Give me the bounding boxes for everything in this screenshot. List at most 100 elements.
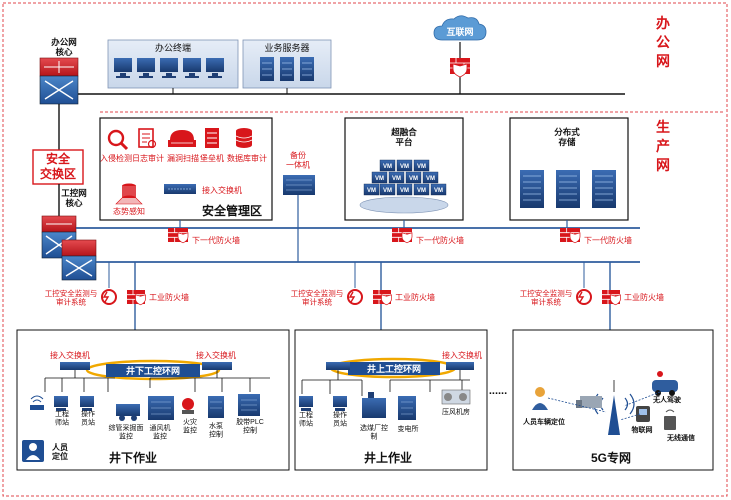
firewall-icon bbox=[373, 290, 392, 306]
mining-machine-icon bbox=[116, 404, 140, 421]
firewall-icon bbox=[450, 58, 470, 78]
industrial-fw-label: 工业防火墙 bbox=[624, 292, 664, 302]
ics-core-switch: 工控网核心 bbox=[41, 188, 97, 281]
compressor-icon bbox=[441, 389, 471, 405]
iot-device-icon bbox=[636, 406, 650, 422]
industrial-fw-label: 工业防火墙 bbox=[149, 292, 189, 302]
vm-node: VM bbox=[363, 183, 380, 196]
fire-alarm-icon bbox=[182, 398, 194, 414]
svg-text:超融合平台: 超融合平台 bbox=[390, 127, 417, 147]
security-management-panel: 安全管理区 入侵检测 日志审计 漏洞扫描 堡垒机 数据库审计 态势感知 接入交换… bbox=[99, 117, 273, 221]
svg-text:工控网核心: 工控网核心 bbox=[61, 188, 87, 208]
autonomous-vehicle-icon bbox=[652, 371, 678, 396]
firewall-icon bbox=[168, 228, 189, 244]
vm-node: VM bbox=[371, 171, 388, 184]
svg-text:VM: VM bbox=[417, 188, 426, 194]
firewall-icon bbox=[392, 228, 413, 244]
log-audit-icon bbox=[138, 128, 157, 149]
person-car-icon bbox=[532, 387, 548, 410]
svg-text:VM: VM bbox=[409, 176, 418, 182]
truck-icon bbox=[576, 396, 602, 408]
workstation-icon bbox=[333, 396, 347, 411]
zone-label-production: 生产网 bbox=[656, 119, 670, 173]
security-item-4: 数据库审计 bbox=[227, 153, 267, 163]
underground-network: 井下工控环网 接入交换机 接入交换机 人员定位 井下作业 工程师站操作员站综管采… bbox=[22, 350, 270, 465]
underground-device-label: 火灾监控 bbox=[183, 417, 197, 435]
surface-device-label: 操作员站 bbox=[333, 410, 347, 428]
office-core-switch: 办公网核心 bbox=[39, 37, 79, 105]
svg-text:井下作业: 井下作业 bbox=[109, 450, 157, 465]
ics-monitor-icon bbox=[347, 289, 363, 305]
vm-node: VM bbox=[388, 171, 405, 184]
svg-text:态势感知: 态势感知 bbox=[113, 206, 145, 216]
svg-text:VM: VM bbox=[434, 188, 443, 194]
surface-device-label: 工程师站 bbox=[299, 410, 313, 428]
pump-control-icon bbox=[208, 396, 224, 418]
wireless-icon bbox=[664, 409, 676, 430]
svg-text:5G专网: 5G专网 bbox=[591, 450, 631, 465]
svg-text:安全交换区: 安全交换区 bbox=[40, 151, 76, 181]
next-gen-firewalls: 下一代防火墙下一代防火墙下一代防火墙 bbox=[168, 228, 632, 245]
ics-monitor-label: 工控安全监测与审计系统 bbox=[45, 288, 98, 307]
workstation-icon bbox=[54, 396, 68, 411]
fiveg-device-2: 物联网 bbox=[632, 425, 653, 434]
fiveg-device-3: 无线通信 bbox=[666, 433, 695, 442]
ics-monitor-label: 工控安全监测与审计系统 bbox=[520, 288, 573, 307]
business-servers: 业务服务器 bbox=[242, 39, 332, 89]
svg-text:办公网核心: 办公网核心 bbox=[51, 37, 77, 57]
svg-text:VM: VM bbox=[367, 188, 376, 194]
surface-device-label: 压风机房 bbox=[442, 407, 470, 416]
vm-node: VM bbox=[413, 159, 430, 172]
underground-device-label: 综管采掘面监控 bbox=[109, 423, 144, 441]
ngfw-label: 下一代防火墙 bbox=[416, 235, 464, 245]
underground-device-label: 水泵控制 bbox=[209, 421, 223, 439]
svg-text:井下工控环网: 井下工控环网 bbox=[126, 365, 180, 376]
person-icon bbox=[22, 440, 44, 462]
intrusion-detection-icon bbox=[107, 129, 129, 151]
underground-device-label: 通风机监控 bbox=[150, 423, 171, 441]
svg-text:VM: VM bbox=[426, 176, 435, 182]
vulnerability-scan-icon bbox=[168, 130, 196, 147]
storage-rack-icon bbox=[520, 170, 616, 208]
security-item-0: 入侵检测 bbox=[100, 153, 132, 163]
desktop-icon bbox=[114, 58, 224, 78]
coal-plant-icon bbox=[362, 392, 386, 418]
svg-text:VM: VM bbox=[375, 176, 384, 182]
vm-node: VM bbox=[430, 183, 447, 196]
zone-label-office: 办公网 bbox=[656, 15, 670, 69]
svg-text:分布式存储: 分布式存储 bbox=[554, 127, 580, 147]
office-terminals: 办公终端 bbox=[107, 39, 239, 89]
workstation-icon bbox=[299, 396, 313, 411]
bastion-host-icon bbox=[205, 128, 219, 148]
security-item-3: 堡垒机 bbox=[200, 153, 224, 163]
vm-node: VM bbox=[379, 159, 396, 172]
ventilation-monitor-icon bbox=[148, 396, 174, 420]
svg-text:人员定位: 人员定位 bbox=[51, 442, 68, 461]
underground-device-label: 操作员站 bbox=[81, 409, 95, 427]
vm-node: VM bbox=[396, 159, 413, 172]
svg-text:安全管理区: 安全管理区 bbox=[202, 203, 262, 218]
svg-text:互联网: 互联网 bbox=[446, 26, 473, 37]
vm-node: VM bbox=[422, 171, 439, 184]
workstation-icon bbox=[80, 396, 94, 411]
svg-text:备份一体机: 备份一体机 bbox=[286, 150, 310, 170]
database-audit-icon bbox=[235, 128, 253, 148]
wifi-ap-icon bbox=[30, 395, 44, 410]
svg-text:VM: VM bbox=[392, 176, 401, 182]
vm-node: VM bbox=[396, 183, 413, 196]
substation-icon bbox=[398, 396, 416, 420]
ics-monitor-label: 工控安全监测与审计系统 bbox=[291, 288, 344, 307]
svg-text:VM: VM bbox=[400, 188, 409, 194]
industrial-fw-label: 工业防火墙 bbox=[395, 292, 435, 302]
fiveg-network: 5G专网 人员车辆定位 无人驾驶 物联网 无线通信 bbox=[523, 371, 695, 465]
svg-text:VM: VM bbox=[400, 164, 409, 170]
surface-device-label: 选煤厂控制 bbox=[360, 423, 388, 441]
svg-text:接入交换机: 接入交换机 bbox=[196, 350, 236, 360]
